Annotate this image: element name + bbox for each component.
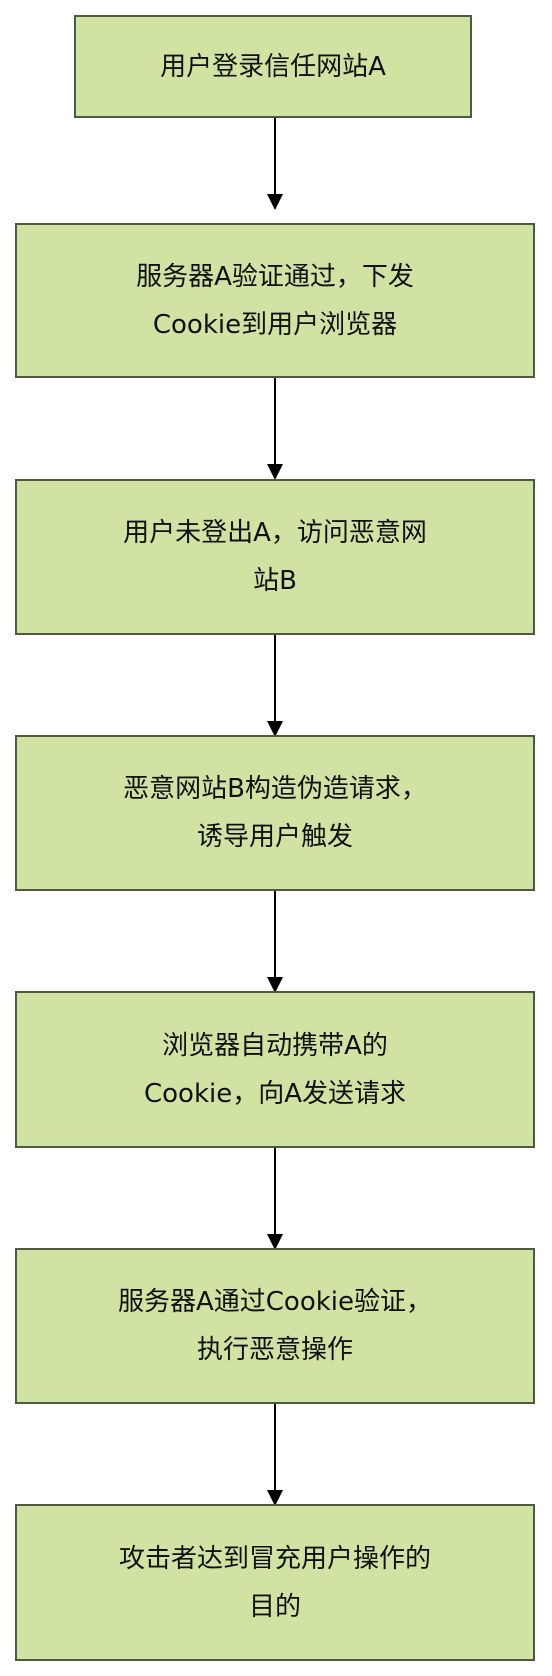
flow-step-5-label: 浏览器自动携带A的 Cookie，向A发送请求	[143, 1030, 407, 1109]
flow-step-3: 用户未登出A，访问恶意网 站B	[15, 479, 535, 635]
flow-step-4-label: 恶意网站B构造伪造请求， 诱导用户触发	[123, 774, 427, 852]
flow-step-5: 浏览器自动携带A的 Cookie，向A发送请求	[15, 991, 535, 1148]
connector-1-2	[274, 118, 276, 194]
arrowhead-6-7	[267, 1490, 283, 1506]
flow-step-4: 恶意网站B构造伪造请求， 诱导用户触发	[15, 735, 535, 891]
flow-step-3-label: 用户未登出A，访问恶意网 站B	[123, 518, 427, 596]
connector-5-6	[274, 1148, 276, 1234]
flow-step-6-label: 服务器A通过Cookie验证， 执行恶意操作	[117, 1287, 433, 1365]
connector-6-7	[274, 1404, 276, 1490]
arrowhead-4-5	[267, 977, 283, 993]
flow-step-1-label: 用户登录信任网站A	[160, 51, 386, 82]
flow-step-1: 用户登录信任网站A	[74, 15, 472, 118]
connector-4-5	[274, 891, 276, 977]
arrowhead-5-6	[267, 1234, 283, 1250]
arrowhead-3-4	[267, 721, 283, 737]
arrowhead-2-3	[267, 464, 283, 480]
arrowhead-1-2	[267, 194, 283, 210]
flow-step-2: 服务器A验证通过，下发 Cookie到用户浏览器	[15, 223, 535, 378]
flow-step-6: 服务器A通过Cookie验证， 执行恶意操作	[15, 1248, 535, 1404]
flow-step-7-label: 攻击者达到冒充用户操作的 目的	[118, 1543, 431, 1622]
flow-step-2-label: 服务器A验证通过，下发 Cookie到用户浏览器	[136, 261, 414, 340]
connector-3-4	[274, 635, 276, 721]
flow-step-7: 攻击者达到冒充用户操作的 目的	[15, 1504, 535, 1661]
connector-2-3	[274, 378, 276, 464]
